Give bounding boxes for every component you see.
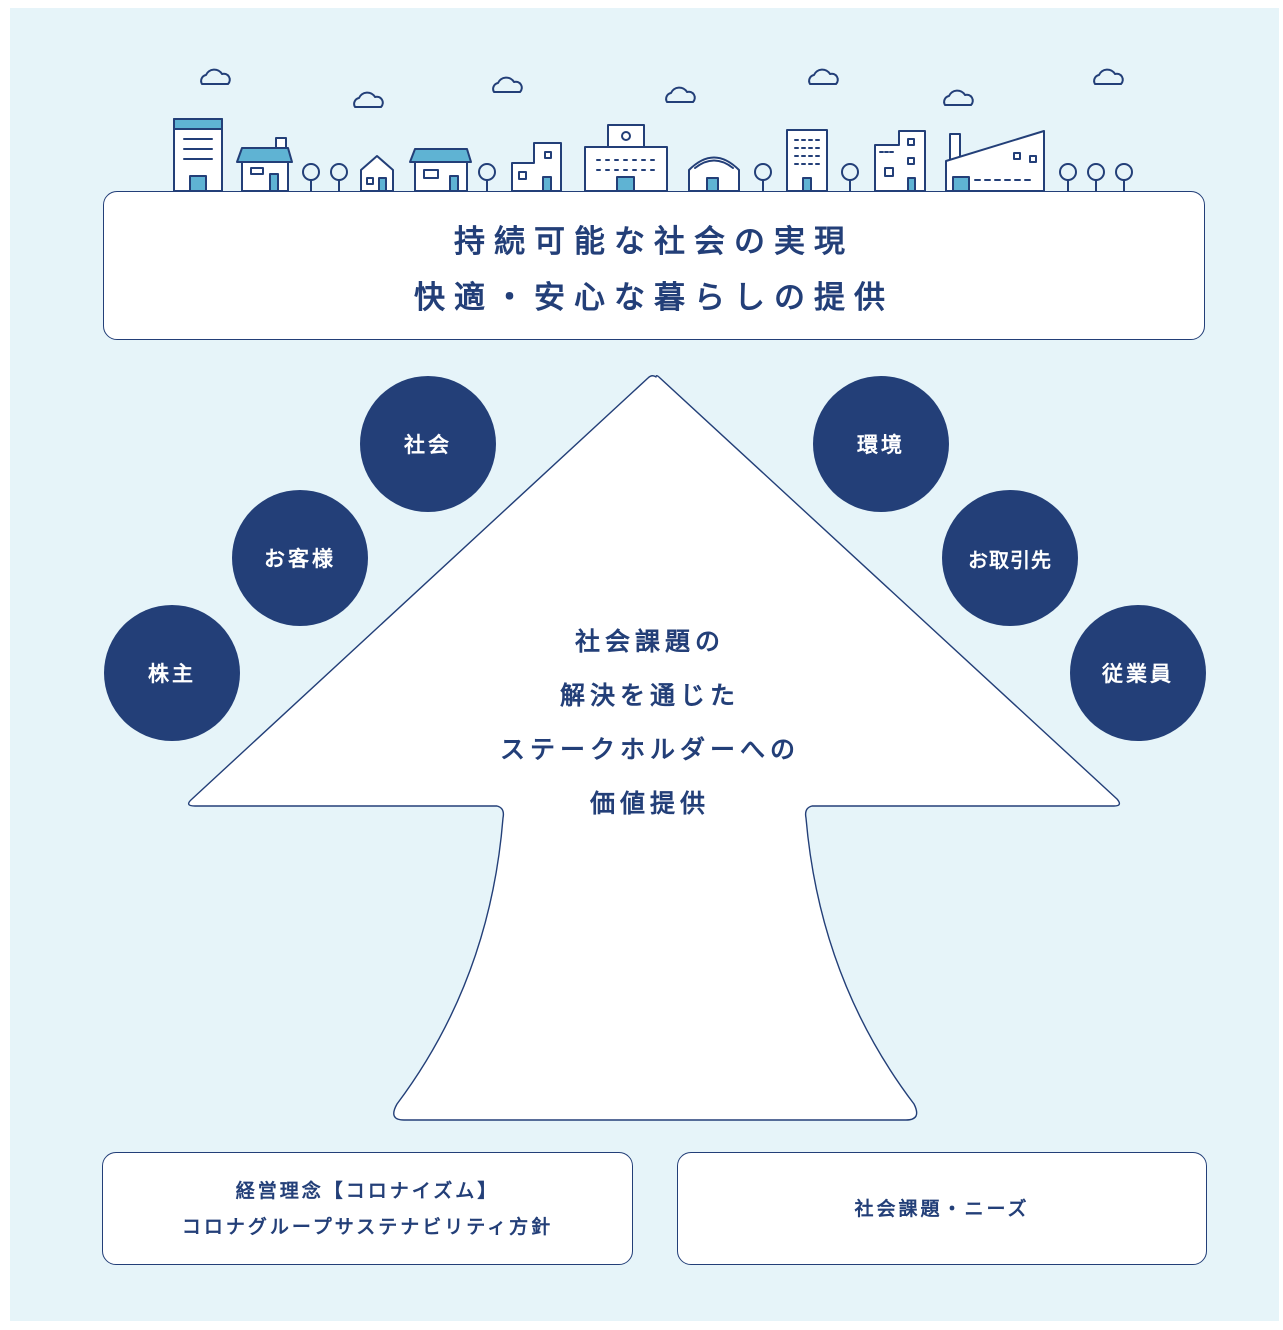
social-needs-label: 社会課題・ニーズ bbox=[854, 1197, 1030, 1220]
building-icon bbox=[409, 148, 472, 192]
philosophy-line-2: コロナグループサステナビリティ方針 bbox=[181, 1215, 554, 1238]
school-icon bbox=[584, 124, 668, 192]
arrow-line-1: 社会課題の bbox=[574, 627, 725, 656]
cloud-icon bbox=[200, 68, 231, 85]
stakeholder-shareholders: 株主 bbox=[104, 605, 240, 741]
cloud-icon bbox=[665, 86, 696, 103]
cloud-icon bbox=[353, 91, 384, 108]
stakeholder-society: 社会 bbox=[360, 376, 496, 512]
building-icon bbox=[173, 118, 223, 192]
cloud-icon bbox=[808, 68, 839, 85]
foundation-social-needs-box: 社会課題・ニーズ bbox=[677, 1152, 1207, 1265]
tree-icon bbox=[1087, 163, 1105, 192]
tree-icon bbox=[841, 163, 859, 192]
stakeholder-environment: 環境 bbox=[813, 376, 949, 512]
arrow-line-4: 価値提供 bbox=[589, 789, 710, 818]
stakeholder-employees: 従業員 bbox=[1070, 605, 1206, 741]
tree-icon bbox=[478, 163, 496, 192]
city-skyline-illustration bbox=[173, 68, 1133, 192]
philosophy-line-1: 経営理念【コロナイズム】 bbox=[235, 1179, 500, 1202]
goal-line-1: 持続可能な社会の実現 bbox=[454, 224, 854, 260]
goal-box: 持続可能な社会の実現 快適・安心な暮らしの提供 bbox=[103, 191, 1205, 340]
stakeholder-customers: お客様 bbox=[232, 490, 368, 626]
house-icon bbox=[236, 137, 293, 192]
arrow-line-2: 解決を通じた bbox=[559, 681, 740, 710]
building-icon bbox=[786, 129, 828, 192]
tree-icon bbox=[754, 163, 772, 192]
foundation-philosophy-box: 経営理念【コロナイズム】 コロナグループサステナビリティ方針 bbox=[102, 1152, 633, 1265]
building-icon bbox=[688, 156, 740, 192]
tree-icon bbox=[330, 163, 348, 192]
cloud-icon bbox=[943, 89, 974, 106]
tree-icon bbox=[302, 163, 320, 192]
cloud-icon bbox=[1093, 68, 1124, 85]
arrow-line-3: ステークホルダーへの bbox=[499, 735, 800, 764]
factory-icon bbox=[945, 130, 1045, 192]
stakeholder-suppliers: お取引先 bbox=[942, 490, 1078, 626]
tree-icon bbox=[1115, 163, 1133, 192]
goal-line-2: 快適・安心な暮らしの提供 bbox=[414, 280, 894, 316]
tree-icon bbox=[1059, 163, 1077, 192]
cloud-icon bbox=[492, 76, 523, 93]
